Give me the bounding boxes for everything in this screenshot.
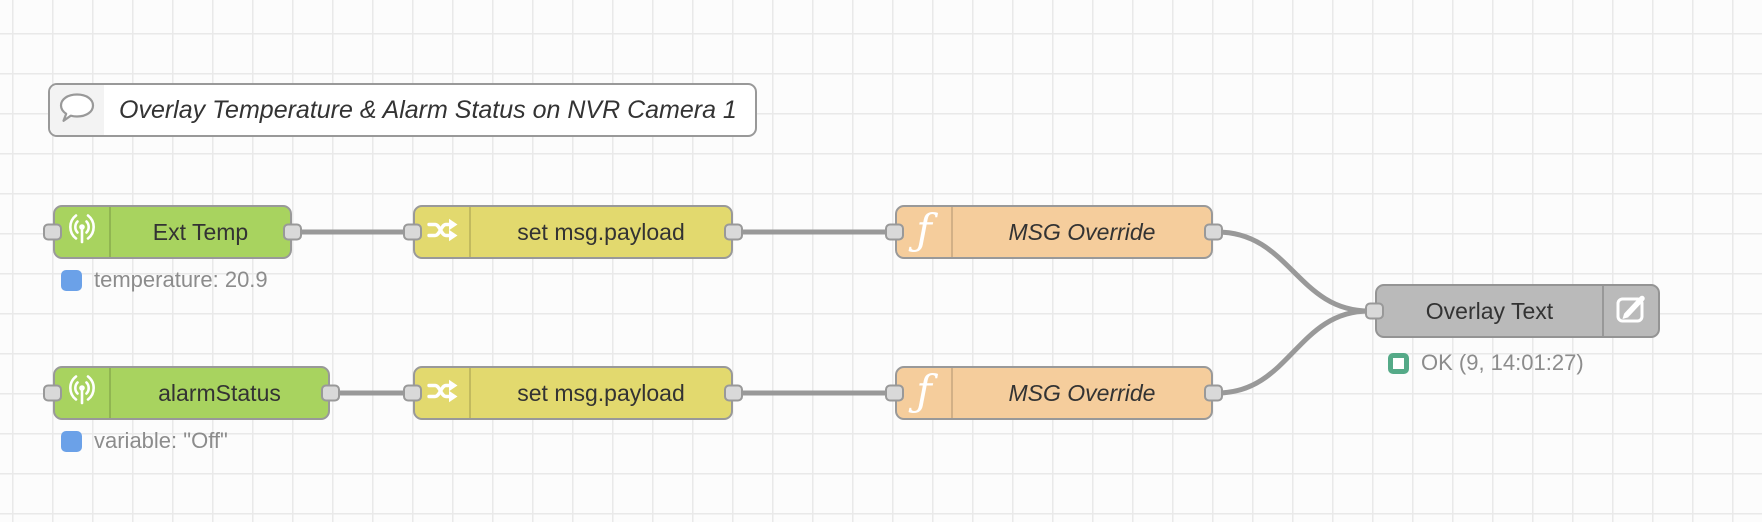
node-label: Overlay Text [1425,297,1554,324]
node-label: MSG Override [1008,379,1156,406]
comment-label: Overlay Temperature & Alarm Status on NV… [119,95,737,124]
shuffle-arrows-icon [424,212,460,253]
node-status-overlay-text: OK (9, 14:01:27) [1388,350,1584,376]
input-port[interactable] [403,384,422,402]
function-f-icon: ƒ [916,205,932,254]
shuffle-arrows-icon [424,373,460,414]
pencil-square-icon [1613,291,1649,332]
node-icon-region: ƒ [897,207,953,257]
function-f-icon: ƒ [916,366,932,415]
input-port[interactable] [43,384,62,402]
output-port[interactable] [724,384,743,402]
node-function-2[interactable]: ƒ MSG Override [885,366,1223,420]
input-port[interactable] [885,384,904,402]
wire-function1-overlay[interactable] [1214,229,1372,314]
node-label: alarmStatus [158,379,281,406]
status-dot-blue [61,430,82,452]
status-text: temperature: 20.9 [94,267,268,292]
output-port[interactable] [321,384,340,402]
node-label: set msg.payload [517,379,685,406]
node-icon-region [1602,286,1658,336]
status-ring-green [1388,352,1409,374]
comment-node[interactable]: Overlay Temperature & Alarm Status on NV… [48,83,757,137]
wire-function2-overlay[interactable] [1214,308,1372,396]
node-icon-region [415,207,471,257]
broadcast-antenna-icon [63,373,101,414]
node-icon-region [55,368,111,418]
input-port[interactable] [1365,302,1384,320]
broadcast-antenna-icon [63,212,101,253]
output-port[interactable] [724,223,743,241]
node-overlay-text[interactable]: Overlay Text [1365,284,1660,338]
input-port[interactable] [43,223,62,241]
node-label: MSG Override [1008,218,1156,245]
node-label: Ext Temp [152,218,249,245]
output-port[interactable] [1204,384,1223,402]
output-port[interactable] [283,223,302,241]
node-alarm-status[interactable]: alarmStatus [43,366,340,420]
node-change-2[interactable]: set msg.payload [403,366,743,420]
speech-bubble-icon [57,91,97,130]
status-text: OK (9, 14:01:27) [1421,350,1584,375]
node-label: set msg.payload [517,218,685,245]
comment-icon-region [50,85,104,135]
node-icon-region [55,207,111,257]
status-dot-blue [61,269,82,291]
node-change-1[interactable]: set msg.payload [403,205,743,259]
input-port[interactable] [403,223,422,241]
input-port[interactable] [885,223,904,241]
node-status-alarm-status: variable: "Off" [61,428,228,454]
node-function-1[interactable]: ƒ MSG Override [885,205,1223,259]
node-icon-region: ƒ [897,368,953,418]
node-status-ext-temp: temperature: 20.9 [61,267,268,293]
node-ext-temp[interactable]: Ext Temp [43,205,302,259]
status-text: variable: "Off" [94,428,228,453]
node-icon-region [415,368,471,418]
output-port[interactable] [1204,223,1223,241]
